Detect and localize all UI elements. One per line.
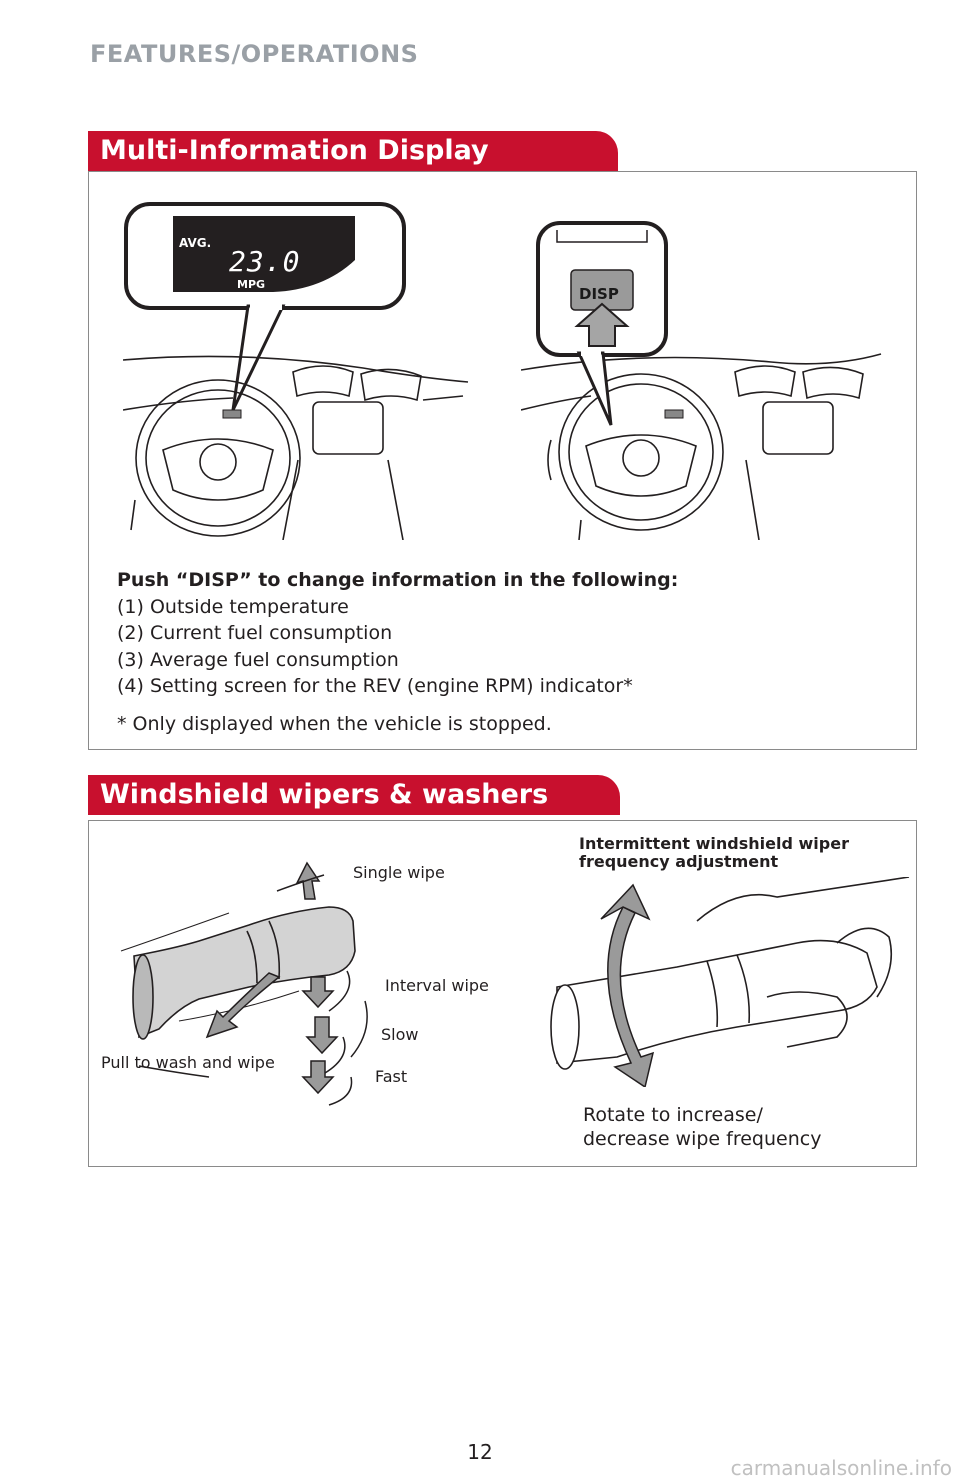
label-pull-to-wash: Pull to wash and wipe bbox=[101, 1053, 275, 1072]
disp-button-illustration bbox=[521, 221, 882, 540]
intermittent-title-line1: Intermittent windshield wiper bbox=[579, 834, 849, 853]
page-heading: FEATURES/OPERATIONS bbox=[90, 40, 419, 68]
intermittent-title: Intermittent windshield wiper frequency … bbox=[579, 835, 849, 871]
mid-instructions: Push “DISP” to change information in the… bbox=[117, 567, 897, 737]
display-unit-label: MPG bbox=[237, 278, 266, 291]
label-fast: Fast bbox=[375, 1067, 408, 1086]
mid-item-2: (2) Current fuel consumption bbox=[117, 622, 393, 644]
watermark: carmanualsonline.info bbox=[730, 1456, 952, 1480]
display-value: 23.0 bbox=[229, 245, 301, 278]
rotate-line-1: Rotate to increase/ bbox=[583, 1104, 763, 1126]
mid-intro: Push “DISP” to change information in the… bbox=[117, 569, 679, 591]
dashboard-display-illustration bbox=[123, 202, 469, 540]
disp-button-label: DISP bbox=[579, 285, 619, 303]
intermittent-adjust-illustration bbox=[550, 877, 910, 1087]
rotate-instruction: Rotate to increase/ decrease wipe freque… bbox=[583, 1103, 821, 1151]
label-single-wipe: Single wipe bbox=[353, 863, 445, 882]
mid-footnote: * Only displayed when the vehicle is sto… bbox=[117, 712, 552, 735]
label-slow: Slow bbox=[381, 1025, 419, 1044]
rotate-line-2: decrease wipe frequency bbox=[583, 1128, 822, 1150]
mid-item-3: (3) Average fuel consumption bbox=[117, 648, 399, 671]
page-number: 12 bbox=[467, 1440, 493, 1464]
mid-panel: AVG. 23.0 MPG DISP Push “DISP” to chang bbox=[88, 171, 917, 750]
display-avg-label: AVG. bbox=[179, 236, 212, 250]
wiper-stalk-illustration bbox=[120, 861, 368, 1106]
wipers-section-title: Windshield wipers & washers bbox=[88, 775, 620, 815]
intermittent-title-line2: frequency adjustment bbox=[579, 852, 779, 871]
mid-item-4: (4) Setting screen for the REV (engine R… bbox=[117, 675, 633, 697]
mid-item-1: (1) Outside temperature bbox=[117, 595, 349, 618]
label-interval-wipe: Interval wipe bbox=[385, 976, 489, 995]
wipers-panel: Single wipe Interval wipe Slow Fast Pull… bbox=[88, 820, 917, 1167]
mid-section-title: Multi-Information Display bbox=[88, 131, 618, 171]
